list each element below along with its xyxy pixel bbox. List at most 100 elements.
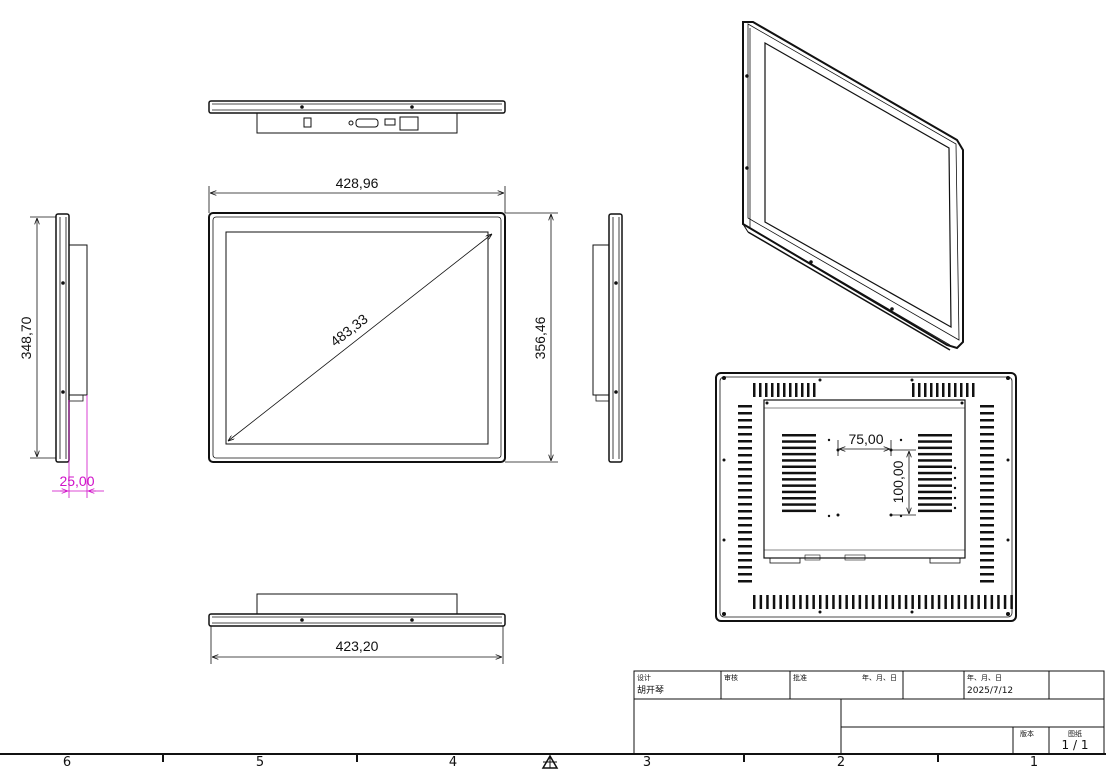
vent-slot: [738, 419, 752, 422]
vent-slot: [948, 383, 951, 397]
vent-slot: [858, 595, 862, 609]
dimension-bottom-width: 423,20: [210, 626, 504, 664]
vent-slot: [782, 446, 816, 450]
vent-slot: [1003, 595, 1007, 609]
zone-label-6: 6: [63, 755, 71, 770]
vent-slot: [997, 595, 1000, 609]
vent-slot: [812, 595, 815, 609]
vent-slot: [936, 383, 939, 397]
zone-label-2: 2: [837, 755, 845, 770]
vent-slot: [738, 426, 752, 429]
vent-slot: [931, 595, 934, 609]
vent-slot: [838, 595, 842, 609]
vent-slot: [782, 459, 816, 462]
vent-slot: [777, 383, 780, 397]
vent-slot: [738, 482, 752, 485]
vent-slot: [918, 503, 952, 506]
vent-slot: [772, 595, 776, 609]
vent-slot: [738, 538, 752, 541]
vent-slot: [980, 538, 994, 541]
vent-slot: [782, 484, 816, 487]
vent-slot: [980, 433, 994, 436]
vent-slot: [738, 573, 752, 576]
vent-slot: [795, 383, 798, 397]
vent-slot: [972, 383, 975, 397]
zone-label-1: 1: [1030, 755, 1038, 770]
vent-slot: [980, 489, 994, 492]
vent-slot: [885, 595, 888, 609]
dim-side-height-label: 348,70: [18, 316, 34, 359]
vent-slot: [918, 484, 952, 487]
vent-slot: [799, 595, 802, 609]
vent-slot: [924, 595, 928, 609]
vent-slot: [954, 383, 957, 397]
tb-designer: 胡开琴: [637, 684, 664, 696]
vent-slot: [980, 531, 994, 534]
vent-slot: [738, 517, 752, 520]
vent-slot: [930, 383, 933, 397]
rear-view-vents: [738, 383, 1013, 609]
vent-slot: [832, 595, 835, 609]
vent-slot: [984, 595, 987, 609]
vent-slot: [980, 454, 994, 457]
tb-sheet-value: 1 / 1: [1062, 738, 1089, 752]
vent-slot: [980, 580, 994, 583]
vent-slot: [801, 383, 804, 397]
vent-slot: [918, 497, 952, 500]
title-block-text: 设计 胡开琴 审核 批准 年、月、日 年、月、日 2025/7/12 版本 图纸…: [637, 673, 1088, 752]
vent-slot: [980, 412, 994, 415]
vent-slot: [1010, 595, 1013, 609]
vent-slot: [782, 465, 816, 468]
bottom-view: [208, 593, 506, 627]
vent-slot: [980, 503, 994, 506]
vent-slot: [738, 545, 752, 548]
vent-slot: [980, 419, 994, 422]
vent-slot: [825, 595, 829, 609]
vent-slot: [759, 595, 763, 609]
vent-slot: [738, 531, 752, 534]
dimension-side-height: 348,70: [18, 216, 56, 459]
vent-slot: [819, 595, 822, 609]
vent-slot: [738, 412, 752, 415]
vent-slot: [738, 461, 752, 464]
vent-slot: [980, 405, 994, 408]
vent-slot: [738, 405, 752, 408]
vent-slot: [942, 383, 945, 397]
vent-slot: [980, 510, 994, 513]
vent-slot: [738, 475, 752, 478]
vent-slot: [845, 595, 848, 609]
vent-slot: [964, 595, 967, 609]
isometric-view: [742, 21, 964, 351]
rear-view: [715, 372, 1017, 622]
right-side-view: [592, 213, 623, 463]
dimension-vesa: 75,00 100,00: [837, 431, 916, 516]
vent-slot: [977, 595, 980, 609]
vent-slot: [738, 559, 752, 562]
vent-slot: [951, 595, 954, 609]
vent-slot: [918, 478, 952, 481]
vent-slot: [738, 433, 752, 436]
tb-review-label: 审核: [724, 673, 738, 682]
vent-slot: [782, 434, 816, 437]
vent-slot: [980, 566, 994, 569]
vent-slot: [782, 471, 816, 475]
vent-slot: [937, 595, 941, 609]
vent-slot: [918, 595, 921, 609]
vent-slot: [738, 454, 752, 457]
vent-slot: [792, 595, 796, 609]
dim-vesa-vertical-label: 100,00: [890, 460, 906, 503]
vent-slot: [918, 383, 921, 397]
vent-slot: [966, 383, 969, 397]
vent-slot: [782, 503, 816, 506]
vent-slot: [738, 496, 752, 499]
tb-approve-label: 批准: [793, 673, 807, 682]
vent-slot: [980, 461, 994, 464]
vent-slot: [738, 503, 752, 506]
vent-slot: [782, 478, 816, 481]
vent-slot: [766, 595, 769, 609]
tb-version-label: 版本: [1020, 729, 1034, 738]
vent-slot: [738, 468, 752, 471]
vent-slot: [970, 595, 974, 609]
vent-slot: [738, 489, 752, 492]
